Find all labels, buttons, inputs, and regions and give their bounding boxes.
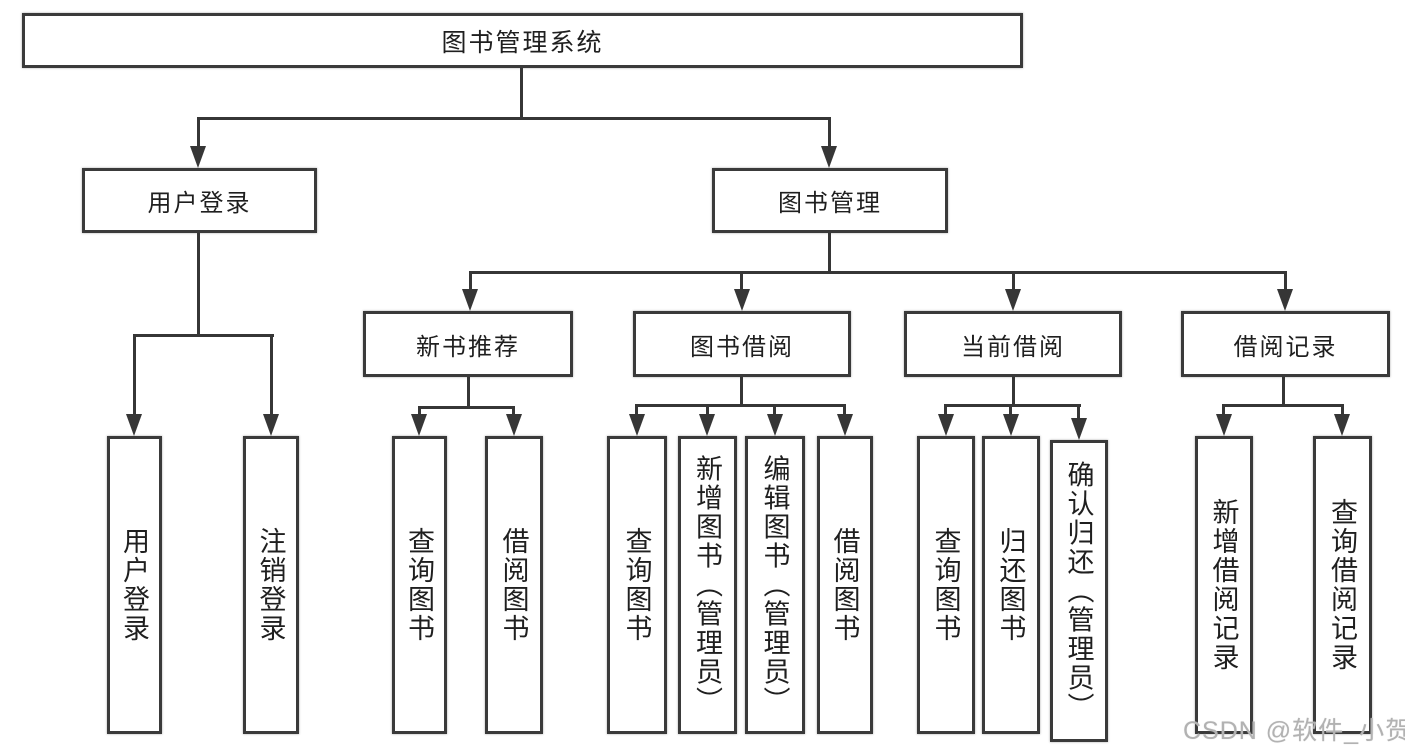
- connector-to-leaf-br-query: [1341, 404, 1344, 416]
- node-borrowing-records: 借阅记录: [1181, 311, 1390, 377]
- node-book-borrowing: 图书借阅: [633, 311, 851, 377]
- arrowhead-icon: [506, 414, 522, 436]
- arrowhead-icon: [126, 414, 142, 436]
- connector-root-stem: [520, 68, 523, 118]
- arrowhead-icon: [1005, 289, 1021, 311]
- connector-user-login-stem: [197, 233, 200, 336]
- node-leaf-br-query-record: 查询借阅记录: [1313, 436, 1372, 734]
- node-user-login-group: 用户登录: [82, 168, 317, 233]
- connector-new-book-stem: [467, 377, 470, 408]
- arrowhead-icon: [190, 146, 206, 168]
- node-label: 新书推荐: [416, 333, 520, 361]
- node-label: 查询图书: [930, 527, 961, 643]
- node-label: 借阅图书: [829, 527, 860, 643]
- arrowhead-icon: [837, 414, 853, 436]
- connector-to-leaf-bb-edit: [773, 404, 776, 416]
- connector-book-borrowing-stem: [740, 377, 743, 406]
- node-leaf-logout: 注销登录: [243, 436, 299, 734]
- node-leaf-user-login: 用户登录: [107, 436, 162, 734]
- node-book-management-system: 图书管理系统: [22, 13, 1023, 68]
- csdn-watermark: CSDN @软件_小贺同学: [1183, 717, 1405, 745]
- node-label: 确认归还（管理员）: [1063, 460, 1094, 722]
- node-new-book-recommend: 新书推荐: [363, 311, 573, 377]
- node-label: 借阅记录: [1233, 333, 1338, 361]
- connector-root-rail: [198, 117, 831, 120]
- connector-to-leaf-cb-return: [1009, 404, 1012, 416]
- connector-to-leaf-bb-add: [706, 404, 709, 416]
- connector-to-leaf-bb-query: [635, 404, 638, 416]
- connector-to-leaf-nb-borrow: [512, 406, 515, 416]
- arrowhead-icon: [462, 289, 478, 311]
- connector-to-book-management: [828, 117, 831, 148]
- connector-book-borrowing-rail: [636, 404, 846, 407]
- node-leaf-nb-query-books: 查询图书: [392, 436, 447, 734]
- node-label: 查询借阅记录: [1327, 498, 1357, 672]
- node-leaf-nb-borrow-books: 借阅图书: [485, 436, 543, 734]
- node-label: 图书管理系统: [441, 28, 604, 57]
- node-leaf-cb-confirm-return-admin: 确认归还（管理员）: [1050, 440, 1108, 742]
- node-label: 注销登录: [255, 527, 286, 643]
- connector-book-management-rail: [469, 271, 1286, 274]
- connector-to-leaf-bb-borrow: [843, 404, 846, 416]
- node-book-management: 图书管理: [712, 168, 948, 233]
- node-label: 借阅图书: [498, 527, 529, 643]
- node-label: 当前借阅: [961, 333, 1065, 361]
- node-leaf-bb-edit-books-admin: 编辑图书（管理员）: [745, 436, 805, 734]
- connector-to-current-borrowing: [1012, 271, 1015, 292]
- connector-current-borrowing-stem: [1012, 377, 1015, 406]
- node-label: 归还图书: [995, 527, 1026, 643]
- node-label: 编辑图书（管理员）: [759, 454, 790, 716]
- connector-to-leaf-br-add: [1222, 404, 1225, 416]
- node-label: 图书借阅: [690, 333, 794, 361]
- node-leaf-cb-return-books: 归还图书: [982, 436, 1040, 734]
- connector-to-user-login: [197, 117, 200, 148]
- connector-to-book-borrowing: [740, 271, 743, 292]
- connector-to-leaf-user-login: [133, 334, 136, 415]
- arrowhead-icon: [1003, 414, 1019, 436]
- arrowhead-icon: [1071, 418, 1087, 440]
- arrowhead-icon: [767, 414, 783, 436]
- connector-book-management-stem: [828, 233, 831, 273]
- arrowhead-icon: [411, 414, 427, 436]
- connector-to-leaf-nb-query: [418, 406, 421, 416]
- node-label: 用户登录: [147, 190, 252, 217]
- node-label: 查询图书: [621, 527, 652, 643]
- arrowhead-icon: [263, 414, 279, 436]
- arrowhead-icon: [1334, 414, 1350, 436]
- node-leaf-bb-query-books: 查询图书: [607, 436, 667, 734]
- connector-borrowing-records-stem: [1282, 377, 1285, 406]
- node-leaf-bb-add-books-admin: 新增图书（管理员）: [678, 436, 737, 734]
- node-label: 用户登录: [119, 527, 149, 643]
- arrowhead-icon: [1216, 414, 1232, 436]
- node-label: 新增图书（管理员）: [692, 454, 722, 716]
- node-leaf-br-add-record: 新增借阅记录: [1195, 436, 1253, 734]
- node-leaf-bb-borrow-books: 借阅图书: [817, 436, 873, 734]
- connector-to-leaf-logout: [270, 334, 273, 415]
- connector-to-new-book-recommend: [469, 271, 472, 292]
- arrowhead-icon: [938, 414, 954, 436]
- connector-borrowing-records-rail: [1223, 404, 1344, 407]
- node-label: 图书管理: [778, 190, 882, 217]
- node-label: 查询图书: [404, 527, 434, 643]
- node-current-borrowing: 当前借阅: [904, 311, 1122, 377]
- arrowhead-icon: [699, 414, 715, 436]
- connector-to-borrowing-records: [1284, 271, 1287, 292]
- connector-to-leaf-cb-query: [944, 404, 947, 416]
- node-leaf-cb-query-books: 查询图书: [917, 436, 975, 734]
- connector-to-leaf-cb-confirm: [1077, 404, 1080, 420]
- connector-new-book-rail: [418, 406, 515, 409]
- connector-current-borrowing-rail: [945, 404, 1081, 407]
- arrowhead-icon: [734, 289, 750, 311]
- arrowhead-icon: [1277, 289, 1293, 311]
- arrowhead-icon: [821, 146, 837, 168]
- connector-user-login-rail: [133, 334, 274, 337]
- arrowhead-icon: [629, 414, 645, 436]
- node-label: 新增借阅记录: [1208, 498, 1239, 672]
